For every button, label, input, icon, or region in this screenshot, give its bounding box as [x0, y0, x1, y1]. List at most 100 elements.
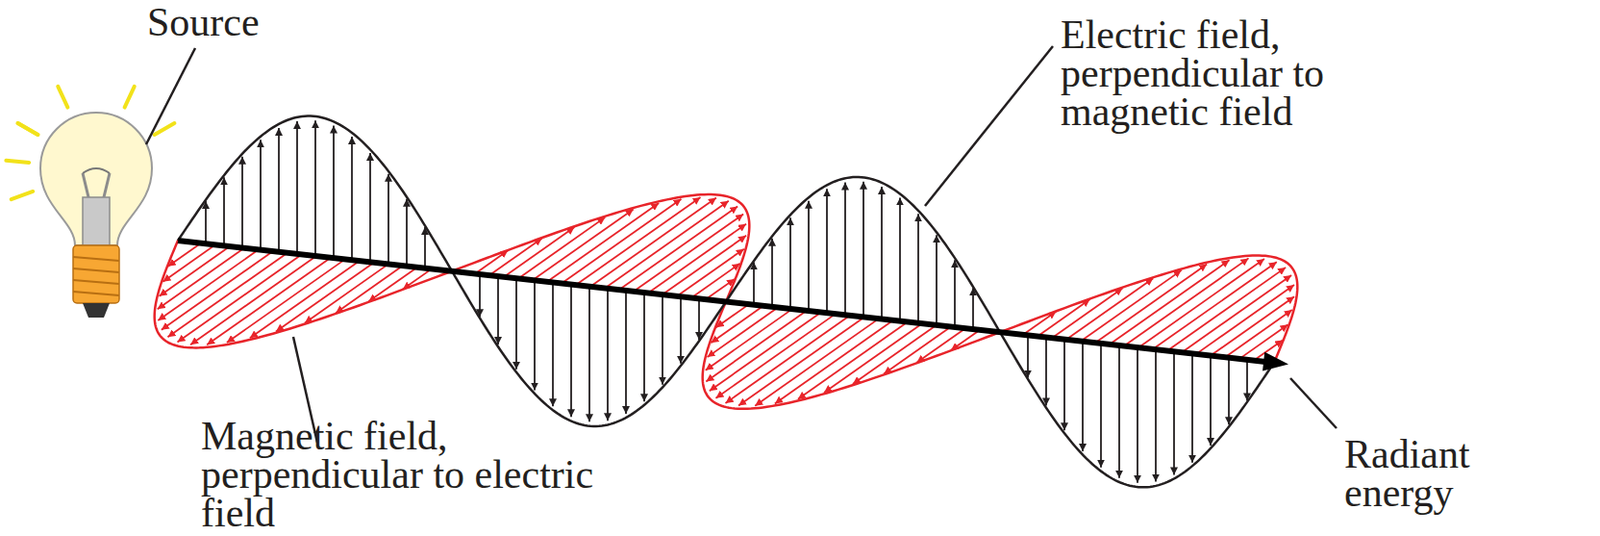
bulb-stem	[82, 173, 110, 246]
electric-field-arrow	[1100, 343, 1102, 468]
leader-line	[925, 46, 1053, 206]
electric-field-arrow	[1227, 357, 1230, 425]
electric-field-arrow	[899, 197, 901, 321]
electric-field-arrow	[625, 290, 627, 414]
bulb-glass	[40, 112, 152, 246]
electric-field-arrow	[1209, 355, 1212, 447]
radiant-energy-label: Radiant energy	[1344, 434, 1506, 512]
electric-field-arrow	[953, 259, 956, 327]
magnetic-field-arrow	[590, 198, 717, 287]
electric-field-arrow	[369, 152, 372, 262]
electric-field-arrow	[296, 121, 299, 254]
magnetic-field-arrow	[176, 253, 302, 342]
electric-field-arrow	[350, 136, 353, 260]
electric-field-arrow	[533, 279, 536, 390]
axis-line	[177, 240, 1266, 362]
source-label: Source	[147, 1, 260, 43]
magnetic-field-arrow	[1066, 277, 1153, 340]
electric-field-arrow	[332, 125, 335, 258]
electric-field-arrow	[771, 238, 774, 307]
magnetic-field-arrow	[1225, 309, 1293, 357]
electric-field-label: Electric field, perpendicular to magneti…	[1060, 15, 1344, 131]
magnetic-field-arrow	[1095, 263, 1207, 343]
magnetic-field-arrow	[738, 316, 865, 405]
electric-field-arrow	[277, 127, 280, 252]
magnetic-field-arrow	[402, 268, 432, 289]
magnetic-field-arrow	[1080, 270, 1182, 342]
light-ray	[154, 123, 175, 135]
magnetic-field-arrow	[725, 315, 850, 403]
electric-field-arrow	[478, 274, 481, 317]
light-ray	[18, 123, 39, 135]
bulb-thread	[73, 256, 120, 296]
electric-field-arrow	[698, 298, 700, 340]
electric-field-arrow	[424, 226, 426, 269]
bulb-glass-mount	[82, 197, 110, 246]
magnetic-field-arrow	[1181, 275, 1292, 352]
magnetic-field-wave	[154, 194, 1299, 409]
bulb-base	[73, 245, 120, 303]
electric-field-arrow	[1246, 359, 1249, 401]
magnetic-field-arrow	[206, 257, 331, 346]
propagation-axis	[177, 240, 1289, 372]
magnetic-field-arrow	[518, 217, 605, 279]
magnetic-field-arrow	[950, 329, 980, 350]
bulb-tip	[82, 302, 110, 318]
magnetic-field-arrow	[161, 250, 274, 330]
electric-field-arrow	[679, 296, 682, 364]
magnetic-field-arrow	[705, 310, 807, 382]
magnetic-field-arrow	[754, 318, 879, 406]
electric-field-arrow	[1081, 341, 1084, 451]
electric-field-arrow	[807, 200, 810, 311]
electric-field-arrow	[570, 284, 573, 418]
electric-field-arrow	[643, 292, 646, 401]
magnetic-field-arrow	[489, 238, 543, 275]
electric-field-arrow	[515, 277, 518, 370]
electric-field-arrow	[204, 200, 207, 244]
electric-field-arrow	[789, 217, 792, 309]
electric-field-arrow	[606, 288, 609, 421]
magnetic-field-arrow	[633, 213, 744, 291]
electric-field-arrow	[661, 294, 664, 385]
leader-line	[1290, 377, 1337, 428]
electric-field-arrow	[935, 234, 938, 325]
electric-field-arrow	[1173, 350, 1175, 475]
electric-field-arrow	[844, 182, 847, 316]
magnetic-field-arrow	[1138, 258, 1265, 348]
electric-field-arrow	[917, 213, 920, 323]
axis-arrowhead	[1262, 351, 1289, 372]
electric-field-arrow	[259, 139, 262, 250]
electric-field-arrow	[1191, 352, 1194, 462]
magnetic-field-arrow	[883, 325, 951, 374]
electric-field-arrow	[314, 120, 317, 256]
magnetic-field-arrow	[190, 255, 317, 345]
electric-field-arrow	[497, 275, 500, 345]
electric-field-arrow	[1136, 347, 1139, 483]
light-ray	[18, 123, 39, 135]
light-ray	[5, 160, 29, 163]
electric-field-arrow	[752, 261, 755, 304]
magnetic-field-arrow	[1124, 257, 1250, 346]
magnetic-field-arrow	[1037, 299, 1091, 336]
magnetic-field-arrow	[575, 197, 701, 285]
magnetic-field-arrow	[157, 249, 259, 321]
magnetic-field-arrow	[335, 265, 403, 313]
electric-field-arrow	[825, 188, 828, 313]
electric-field-arrow	[1026, 334, 1029, 377]
electric-field-arrow	[1063, 339, 1066, 431]
light-ray	[57, 86, 68, 108]
magnetic-field-arrow	[798, 321, 908, 399]
light-ray	[11, 191, 34, 200]
leader-line	[146, 48, 196, 145]
electric-field-arrow	[1118, 345, 1121, 478]
magnetic-field-arrow	[1152, 261, 1277, 350]
electric-field-arrow	[1045, 337, 1048, 406]
magnetic-field-arrow	[162, 244, 216, 281]
electric-field-arrow	[241, 156, 244, 249]
magnetic-field-label: Magnetic field, perpendicular to electri…	[200, 416, 674, 532]
light-bulb	[5, 86, 175, 318]
magnetic-field-arrow	[709, 311, 822, 391]
bulb-filament	[82, 168, 110, 174]
magnetic-field-arrow	[250, 260, 360, 338]
